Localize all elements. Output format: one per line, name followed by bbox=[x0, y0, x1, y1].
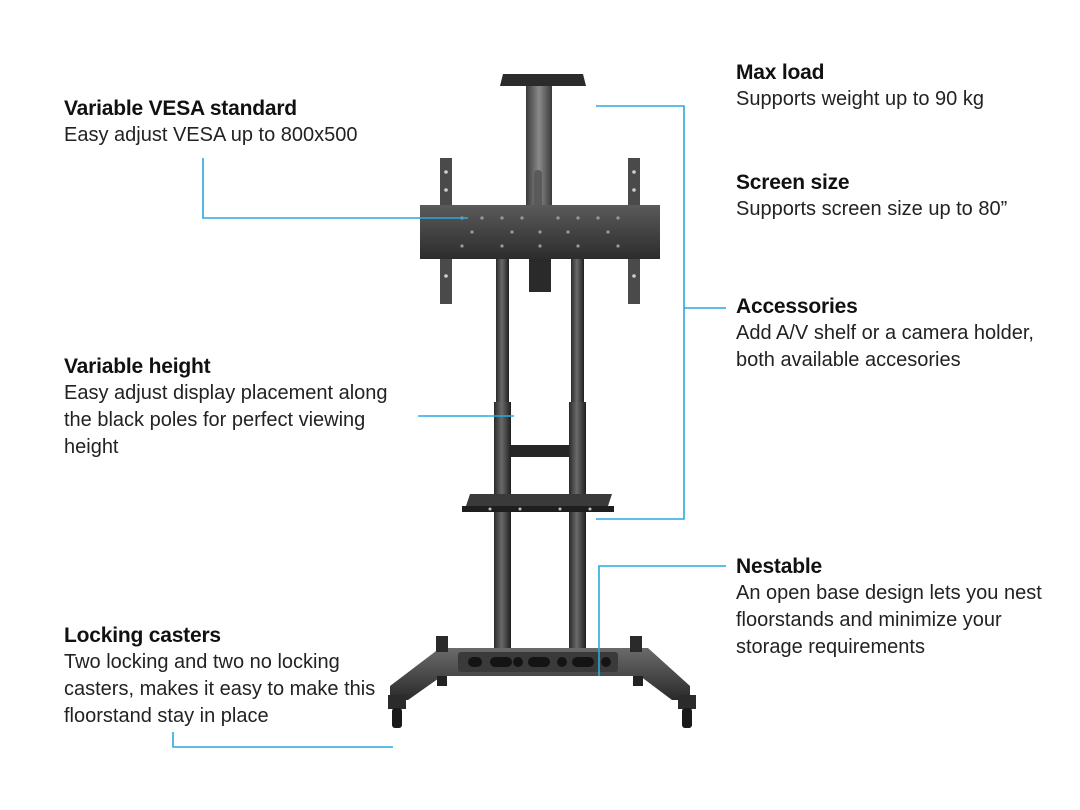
feature-title: Variable height bbox=[64, 355, 211, 378]
feature-title: Variable VESA standard bbox=[64, 97, 297, 120]
feature-description: An open base design lets you nest floors… bbox=[736, 582, 1042, 658]
feature-screen-size: Screen size Supports screen size up to 8… bbox=[736, 170, 1066, 223]
poles bbox=[494, 255, 586, 652]
leader-lines bbox=[172, 105, 726, 748]
feature-title: Screen size bbox=[736, 171, 850, 194]
feature-description: Supports weight up to 90 kg bbox=[736, 88, 984, 110]
feature-title: Locking casters bbox=[64, 624, 221, 647]
feature-height: Variable height Easy adjust display plac… bbox=[64, 354, 409, 461]
leader-line-maxload-accessories bbox=[596, 105, 685, 520]
feature-casters: Locking casters Two locking and two no l… bbox=[64, 623, 394, 730]
base bbox=[390, 636, 690, 700]
mounting-plate bbox=[420, 205, 660, 259]
casters bbox=[388, 676, 696, 728]
leader-line-nestable bbox=[598, 565, 726, 676]
feature-description: Easy adjust display placement along the … bbox=[64, 382, 388, 458]
feature-title: Max load bbox=[736, 61, 825, 84]
feature-max-load: Max load Supports weight up to 90 kg bbox=[736, 60, 1066, 113]
leader-line-vesa bbox=[202, 158, 468, 219]
feature-accessories: Accessories Add A/V shelf or a camera ho… bbox=[736, 294, 1066, 374]
feature-vesa: Variable VESA standard Easy adjust VESA … bbox=[64, 96, 404, 149]
center-bracket bbox=[529, 258, 551, 292]
feature-title: Accessories bbox=[736, 295, 858, 318]
av-shelf bbox=[462, 494, 614, 512]
feature-description: Supports screen size up to 80” bbox=[736, 198, 1008, 220]
feature-description: Add A/V shelf or a camera holder, both a… bbox=[736, 322, 1034, 371]
feature-title: Nestable bbox=[736, 555, 822, 578]
camera-holder bbox=[500, 74, 586, 210]
feature-nestable: Nestable An open base design lets you ne… bbox=[736, 554, 1066, 661]
leader-line-casters bbox=[172, 732, 393, 748]
feature-description: Two locking and two no locking casters, … bbox=[64, 651, 376, 727]
feature-description: Easy adjust VESA up to 800x500 bbox=[64, 124, 358, 146]
